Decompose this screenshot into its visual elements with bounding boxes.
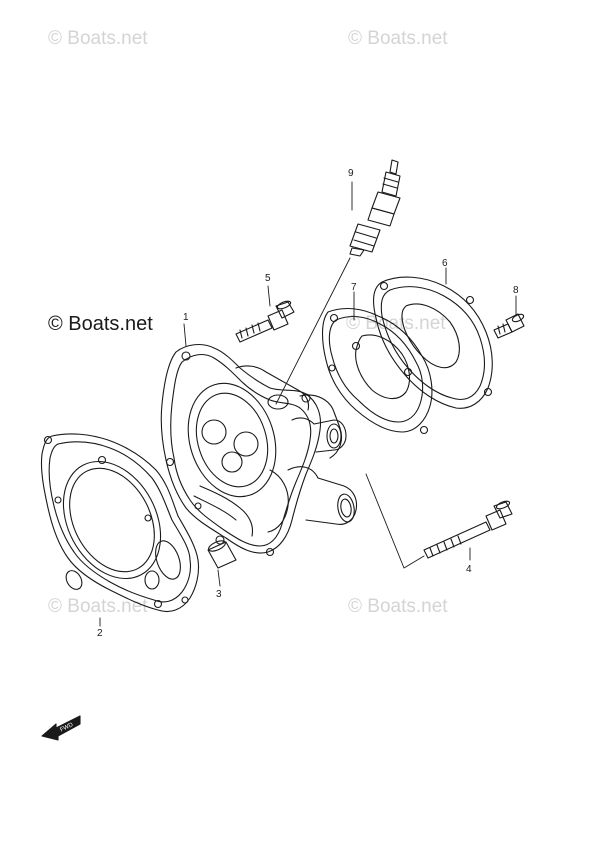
leader-4-to-housing bbox=[365, 473, 425, 569]
gasket-thermostat bbox=[321, 307, 433, 435]
watermark-top-right: © Boats.net bbox=[348, 28, 448, 49]
callout-7: 7 bbox=[351, 282, 357, 293]
leader-3 bbox=[217, 569, 221, 587]
forward-arrow-icon: FWD bbox=[41, 715, 81, 741]
watermark-top-left: © Boats.net bbox=[48, 28, 148, 49]
watermark-bottom-right: © Boats.net bbox=[348, 596, 448, 617]
callout-2: 2 bbox=[97, 628, 103, 639]
watermark-bottom-left: © Boats.net bbox=[48, 596, 148, 617]
gasket-large-left bbox=[40, 433, 200, 613]
callout-1: 1 bbox=[183, 312, 189, 323]
cylinder-head-housing bbox=[160, 343, 358, 557]
callout-6: 6 bbox=[442, 258, 448, 269]
watermark-main: © Boats.net bbox=[48, 313, 153, 335]
leader-5 bbox=[267, 285, 271, 307]
callout-5: 5 bbox=[265, 273, 271, 284]
bolt-short bbox=[235, 300, 295, 343]
bolt-small bbox=[493, 313, 525, 339]
watermark-mid-right: © Boats.net bbox=[346, 313, 446, 334]
callout-numbers: 1 2 3 4 5 6 7 8 9 bbox=[97, 168, 519, 639]
leader-9-to-port bbox=[275, 257, 351, 405]
bolt-long bbox=[423, 500, 513, 559]
callout-4: 4 bbox=[466, 564, 472, 575]
dowel-pin bbox=[207, 540, 237, 569]
leader-1 bbox=[183, 323, 187, 347]
forward-label: FWD bbox=[59, 722, 75, 734]
callout-9: 9 bbox=[348, 168, 354, 179]
callout-3: 3 bbox=[216, 589, 222, 600]
spark-plug bbox=[349, 159, 401, 257]
gasket-cover bbox=[372, 276, 493, 409]
callout-8: 8 bbox=[513, 285, 519, 296]
leader-lines bbox=[99, 181, 517, 627]
